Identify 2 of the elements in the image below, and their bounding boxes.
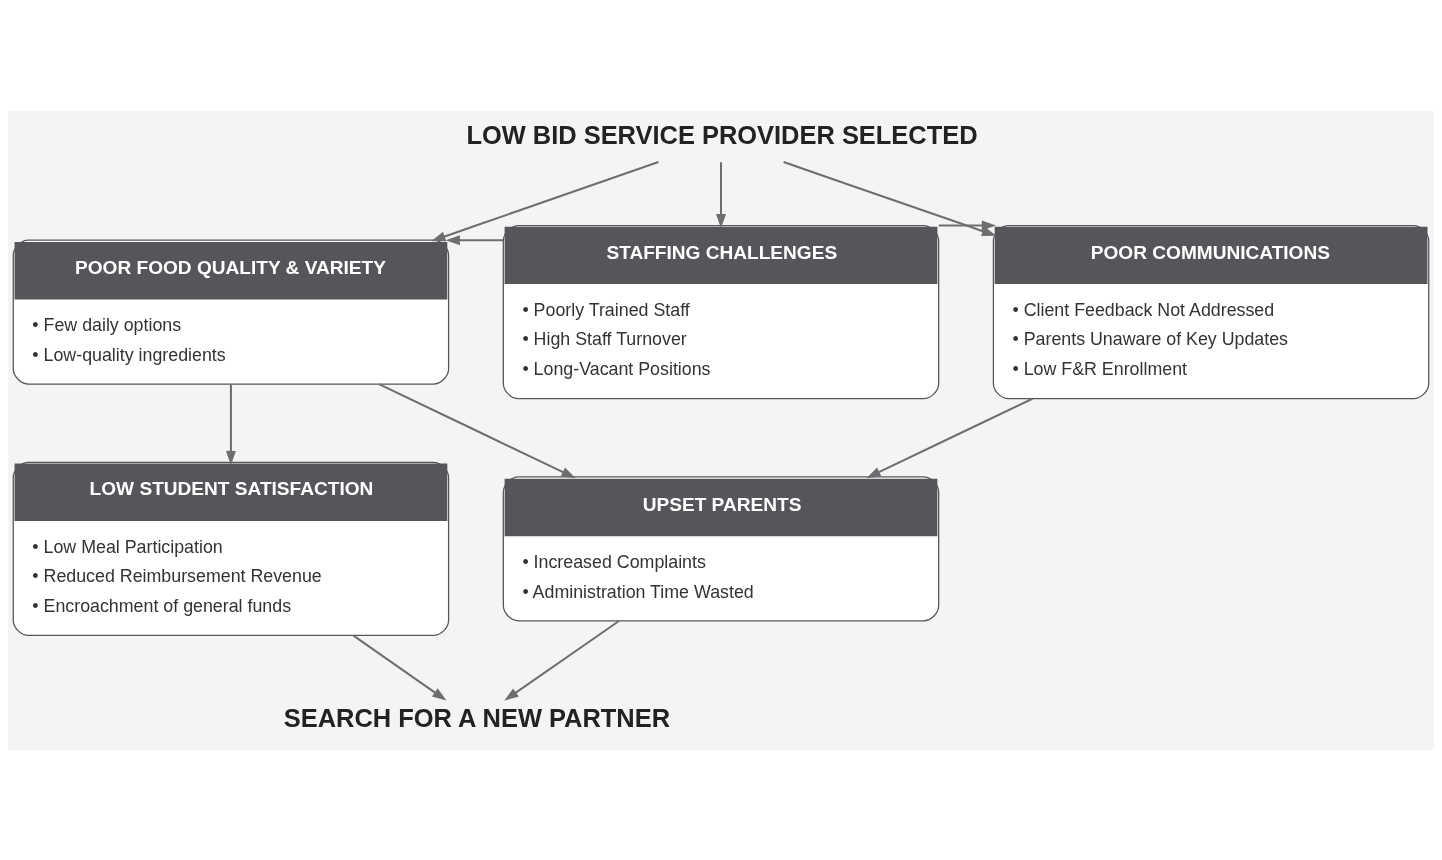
- node-text: LOW BID SERVICE PROVIDER SELECTED: [466, 120, 978, 149]
- node-text: SEARCH FOR A NEW PARTNER: [283, 703, 671, 732]
